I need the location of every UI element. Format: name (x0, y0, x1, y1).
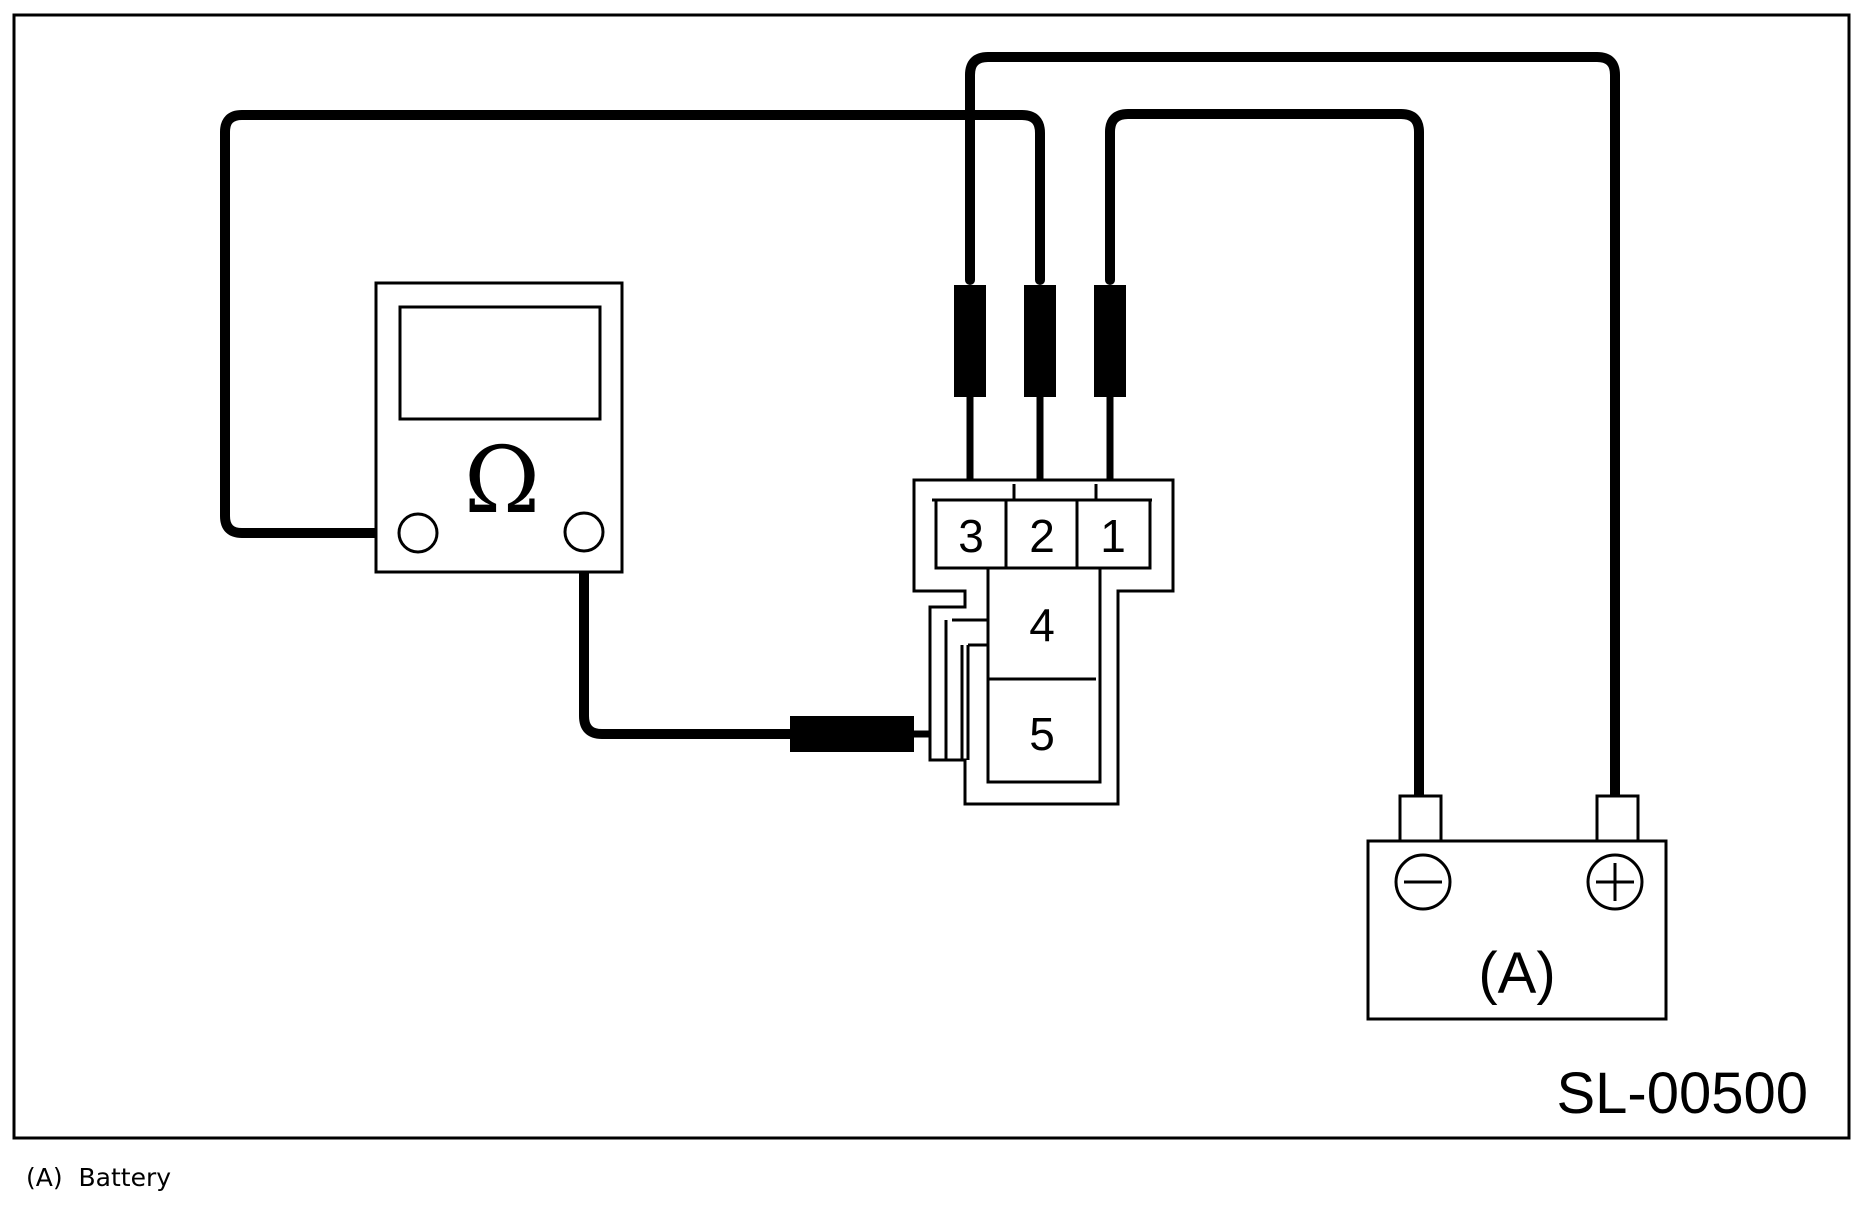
legend: (A) Battery (26, 1163, 171, 1192)
wire-pin-3-to-battery-positive (965, 52, 1620, 801)
wire-meter-to-pin-2 (220, 110, 1045, 538)
probe-pin-5 (790, 716, 914, 752)
probe-pin-1 (1094, 285, 1126, 397)
wire-pin-1-to-battery-negative (1105, 109, 1424, 801)
pin-4-label: 4 (1029, 599, 1055, 651)
pin-5-label: 5 (1029, 708, 1055, 760)
battery-negative-post (1398, 794, 1443, 843)
ohmmeter: Ω (374, 281, 624, 574)
legend-key: (A) (26, 1163, 63, 1192)
ohm-symbol: Ω (464, 427, 540, 534)
pin-2-label: 2 (1029, 510, 1055, 562)
meter-terminal-right (563, 511, 605, 553)
meter-terminal-left (397, 512, 439, 554)
battery-positive-post (1595, 794, 1640, 843)
legend-text: Battery (78, 1163, 172, 1192)
diagram-frame (12, 13, 1851, 1140)
battery: (A) (1366, 794, 1668, 1021)
figure-id: SL-00500 (1556, 1061, 1808, 1126)
pin-3-label: 3 (958, 510, 984, 562)
battery-label: (A) (1478, 941, 1555, 1006)
meter-display (398, 305, 602, 421)
probe-pin-2 (1024, 285, 1056, 397)
wire-meter-to-pin-5 (579, 542, 797, 739)
pin-1-label: 1 (1100, 510, 1126, 562)
probe-pin-3 (954, 285, 986, 397)
connector (912, 478, 1175, 806)
